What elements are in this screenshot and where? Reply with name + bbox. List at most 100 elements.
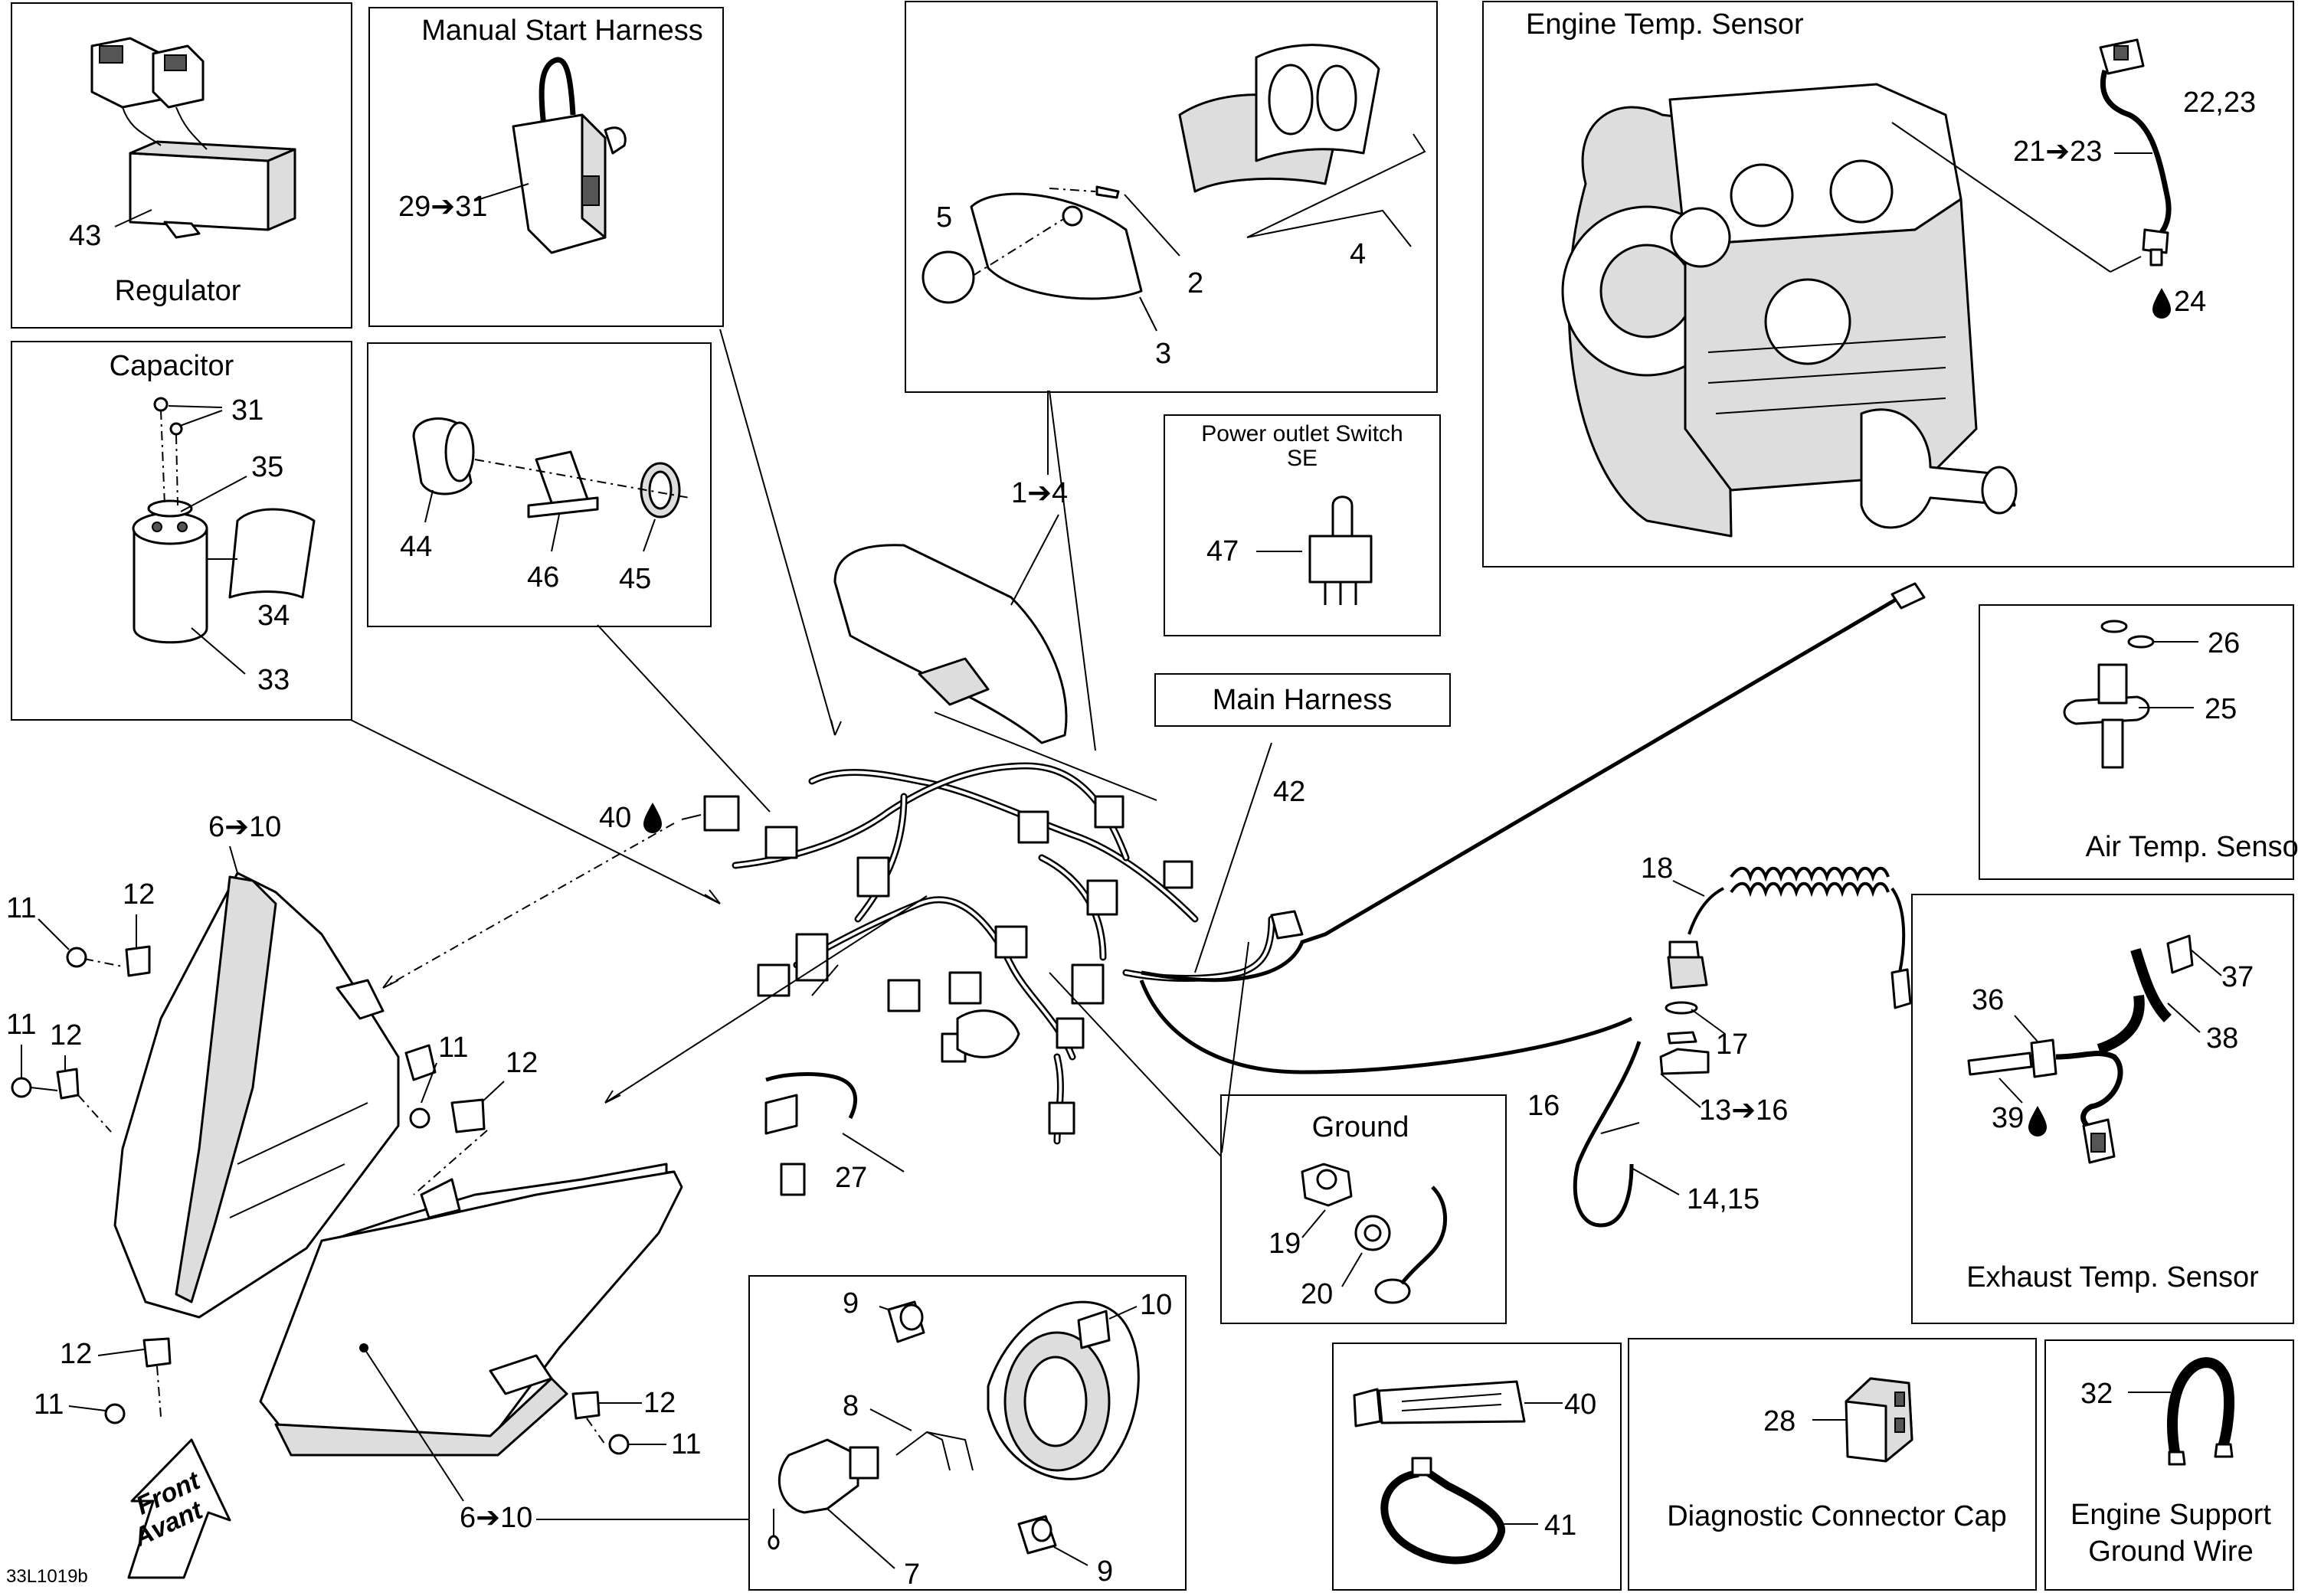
safety-lanyard-drawing	[1659, 866, 1912, 1075]
callout-11-a: 11	[6, 892, 36, 924]
callout-12-e: 12	[643, 1387, 676, 1419]
callout-19: 19	[1268, 1228, 1301, 1260]
callout-2: 2	[1187, 267, 1203, 299]
engine-temp-sensor-title: Engine Temp. Sensor	[1526, 8, 1804, 41]
manual-start-harness-title: Manual Start Harness	[421, 15, 703, 47]
callout-38: 38	[2206, 1022, 2238, 1055]
grease-box	[1332, 1343, 1622, 1591]
sealant-drop-icon-exhaust	[2028, 1106, 2047, 1136]
callout-35: 35	[251, 451, 283, 483]
callout-22-23: 22,23	[2183, 87, 2256, 119]
callout-28: 28	[1763, 1405, 1796, 1437]
socket-drawing	[412, 417, 681, 518]
callout-10-bulb: 10	[1140, 1289, 1172, 1321]
callout-40-grease: 40	[1564, 1388, 1596, 1421]
callout-12-c: 12	[506, 1047, 538, 1079]
callout-29-31: 29➔31	[398, 191, 487, 223]
gauge-box	[905, 1, 1438, 393]
sealant-drop-icon	[2152, 288, 2171, 319]
callout-12-d: 12	[60, 1338, 92, 1370]
headlight-bulb-drawing	[768, 1300, 1140, 1555]
ground-drawing	[1301, 1163, 1448, 1304]
main-harness-drawing	[703, 544, 1304, 1196]
callout-18: 18	[1641, 852, 1673, 885]
harness-ground-wire	[1139, 980, 1633, 1074]
callout-1-4: 1➔4	[1011, 477, 1068, 509]
left-headlight-drawing	[113, 872, 437, 1319]
engine-temp-sensor-drawing	[2099, 38, 2172, 267]
callout-17: 17	[1716, 1029, 1748, 1061]
exhaust-temp-sensor-drawing	[1967, 934, 2194, 1164]
capacitor-title: Capacitor	[110, 350, 234, 382]
power-outlet-switch-drawing	[1308, 495, 1373, 605]
callout-6-10-bottom: 6➔10	[460, 1502, 532, 1534]
diagnostic-cap-drawing	[1845, 1377, 1913, 1463]
harness-long-wire	[1141, 595, 1901, 983]
callout-44: 44	[400, 531, 432, 563]
socket-box	[367, 342, 712, 627]
main-harness-title: Main Harness	[1213, 684, 1392, 716]
regulator-title: Regulator	[115, 275, 241, 307]
callout-43: 43	[69, 220, 101, 252]
cable-tie-drawing	[1380, 1457, 1505, 1565]
sealant-drop-icon-harness	[643, 803, 662, 833]
callout-12-a: 12	[123, 878, 155, 911]
callout-33: 33	[257, 664, 290, 696]
exhaust-temp-sensor-box	[1911, 894, 2294, 1324]
callout-13-16: 13➔16	[1699, 1094, 1788, 1127]
callout-20: 20	[1301, 1278, 1333, 1310]
callout-12-b: 12	[50, 1019, 82, 1051]
front-direction-arrow: Front Avant	[127, 1438, 231, 1579]
callout-11-e: 11	[671, 1428, 701, 1460]
manual-start-harness-box	[368, 7, 724, 327]
callout-8: 8	[843, 1390, 859, 1422]
callout-3: 3	[1155, 338, 1171, 370]
engine-support-ground-box	[2044, 1339, 2294, 1591]
callout-46: 46	[527, 561, 559, 594]
callout-45: 45	[619, 563, 651, 595]
callout-36: 36	[1972, 984, 2004, 1016]
headlight-bulb-box	[748, 1275, 1187, 1591]
engine-support-title-1: Engine Support	[2070, 1499, 2271, 1531]
capacitor-box	[11, 341, 352, 721]
exhaust-temp-sensor-title: Exhaust Temp. Sensor	[1966, 1261, 2259, 1293]
callout-14-15: 14,15	[1687, 1183, 1760, 1215]
gauge-cluster-drawing	[921, 44, 1380, 304]
callout-39: 39	[1992, 1102, 2024, 1134]
power-outlet-title-2: SE	[1287, 446, 1318, 471]
figure-code: 33L1019b	[6, 1566, 88, 1587]
main-harness-box	[1154, 673, 1451, 727]
engine-support-title-2: Ground Wire	[2088, 1535, 2253, 1568]
air-temp-sensor-box	[1979, 604, 2294, 880]
regulator-drawing	[90, 37, 296, 239]
engine-drawing	[1561, 83, 2018, 538]
callout-37: 37	[2221, 961, 2254, 993]
callout-32: 32	[2080, 1378, 2113, 1410]
right-headlight-drawing	[259, 1163, 683, 1457]
grease-tube-drawing	[1353, 1380, 1526, 1428]
callout-47: 47	[1206, 535, 1239, 567]
engine-support-ground-drawing	[2166, 1357, 2235, 1466]
diagnostic-cap-title: Diagnostic Connector Cap	[1667, 1500, 2007, 1532]
callout-6-10-top: 6➔10	[208, 811, 281, 843]
callout-9-bottom: 9	[1097, 1555, 1113, 1588]
air-temp-sensor-drawing	[2063, 620, 2155, 769]
air-temp-sensor-title: Air Temp. Sensor	[2086, 831, 2298, 863]
callout-42: 42	[1273, 776, 1305, 808]
callout-21-23: 21➔23	[2013, 136, 2102, 168]
ground-title: Ground	[1312, 1111, 1409, 1143]
callout-31: 31	[231, 394, 264, 427]
callout-40-harness: 40	[599, 802, 631, 834]
power-outlet-switch-box	[1164, 414, 1441, 636]
callout-9-top: 9	[843, 1287, 859, 1320]
manual-start-harness-drawing	[512, 57, 627, 254]
callout-7: 7	[904, 1558, 920, 1591]
power-outlet-title-1: Power outlet Switch	[1201, 421, 1403, 446]
callout-41: 41	[1544, 1509, 1576, 1542]
callout-26: 26	[2208, 627, 2240, 659]
regulator-box	[11, 2, 352, 329]
engine-temp-sensor-box	[1482, 1, 2294, 567]
ground-box	[1220, 1094, 1507, 1324]
